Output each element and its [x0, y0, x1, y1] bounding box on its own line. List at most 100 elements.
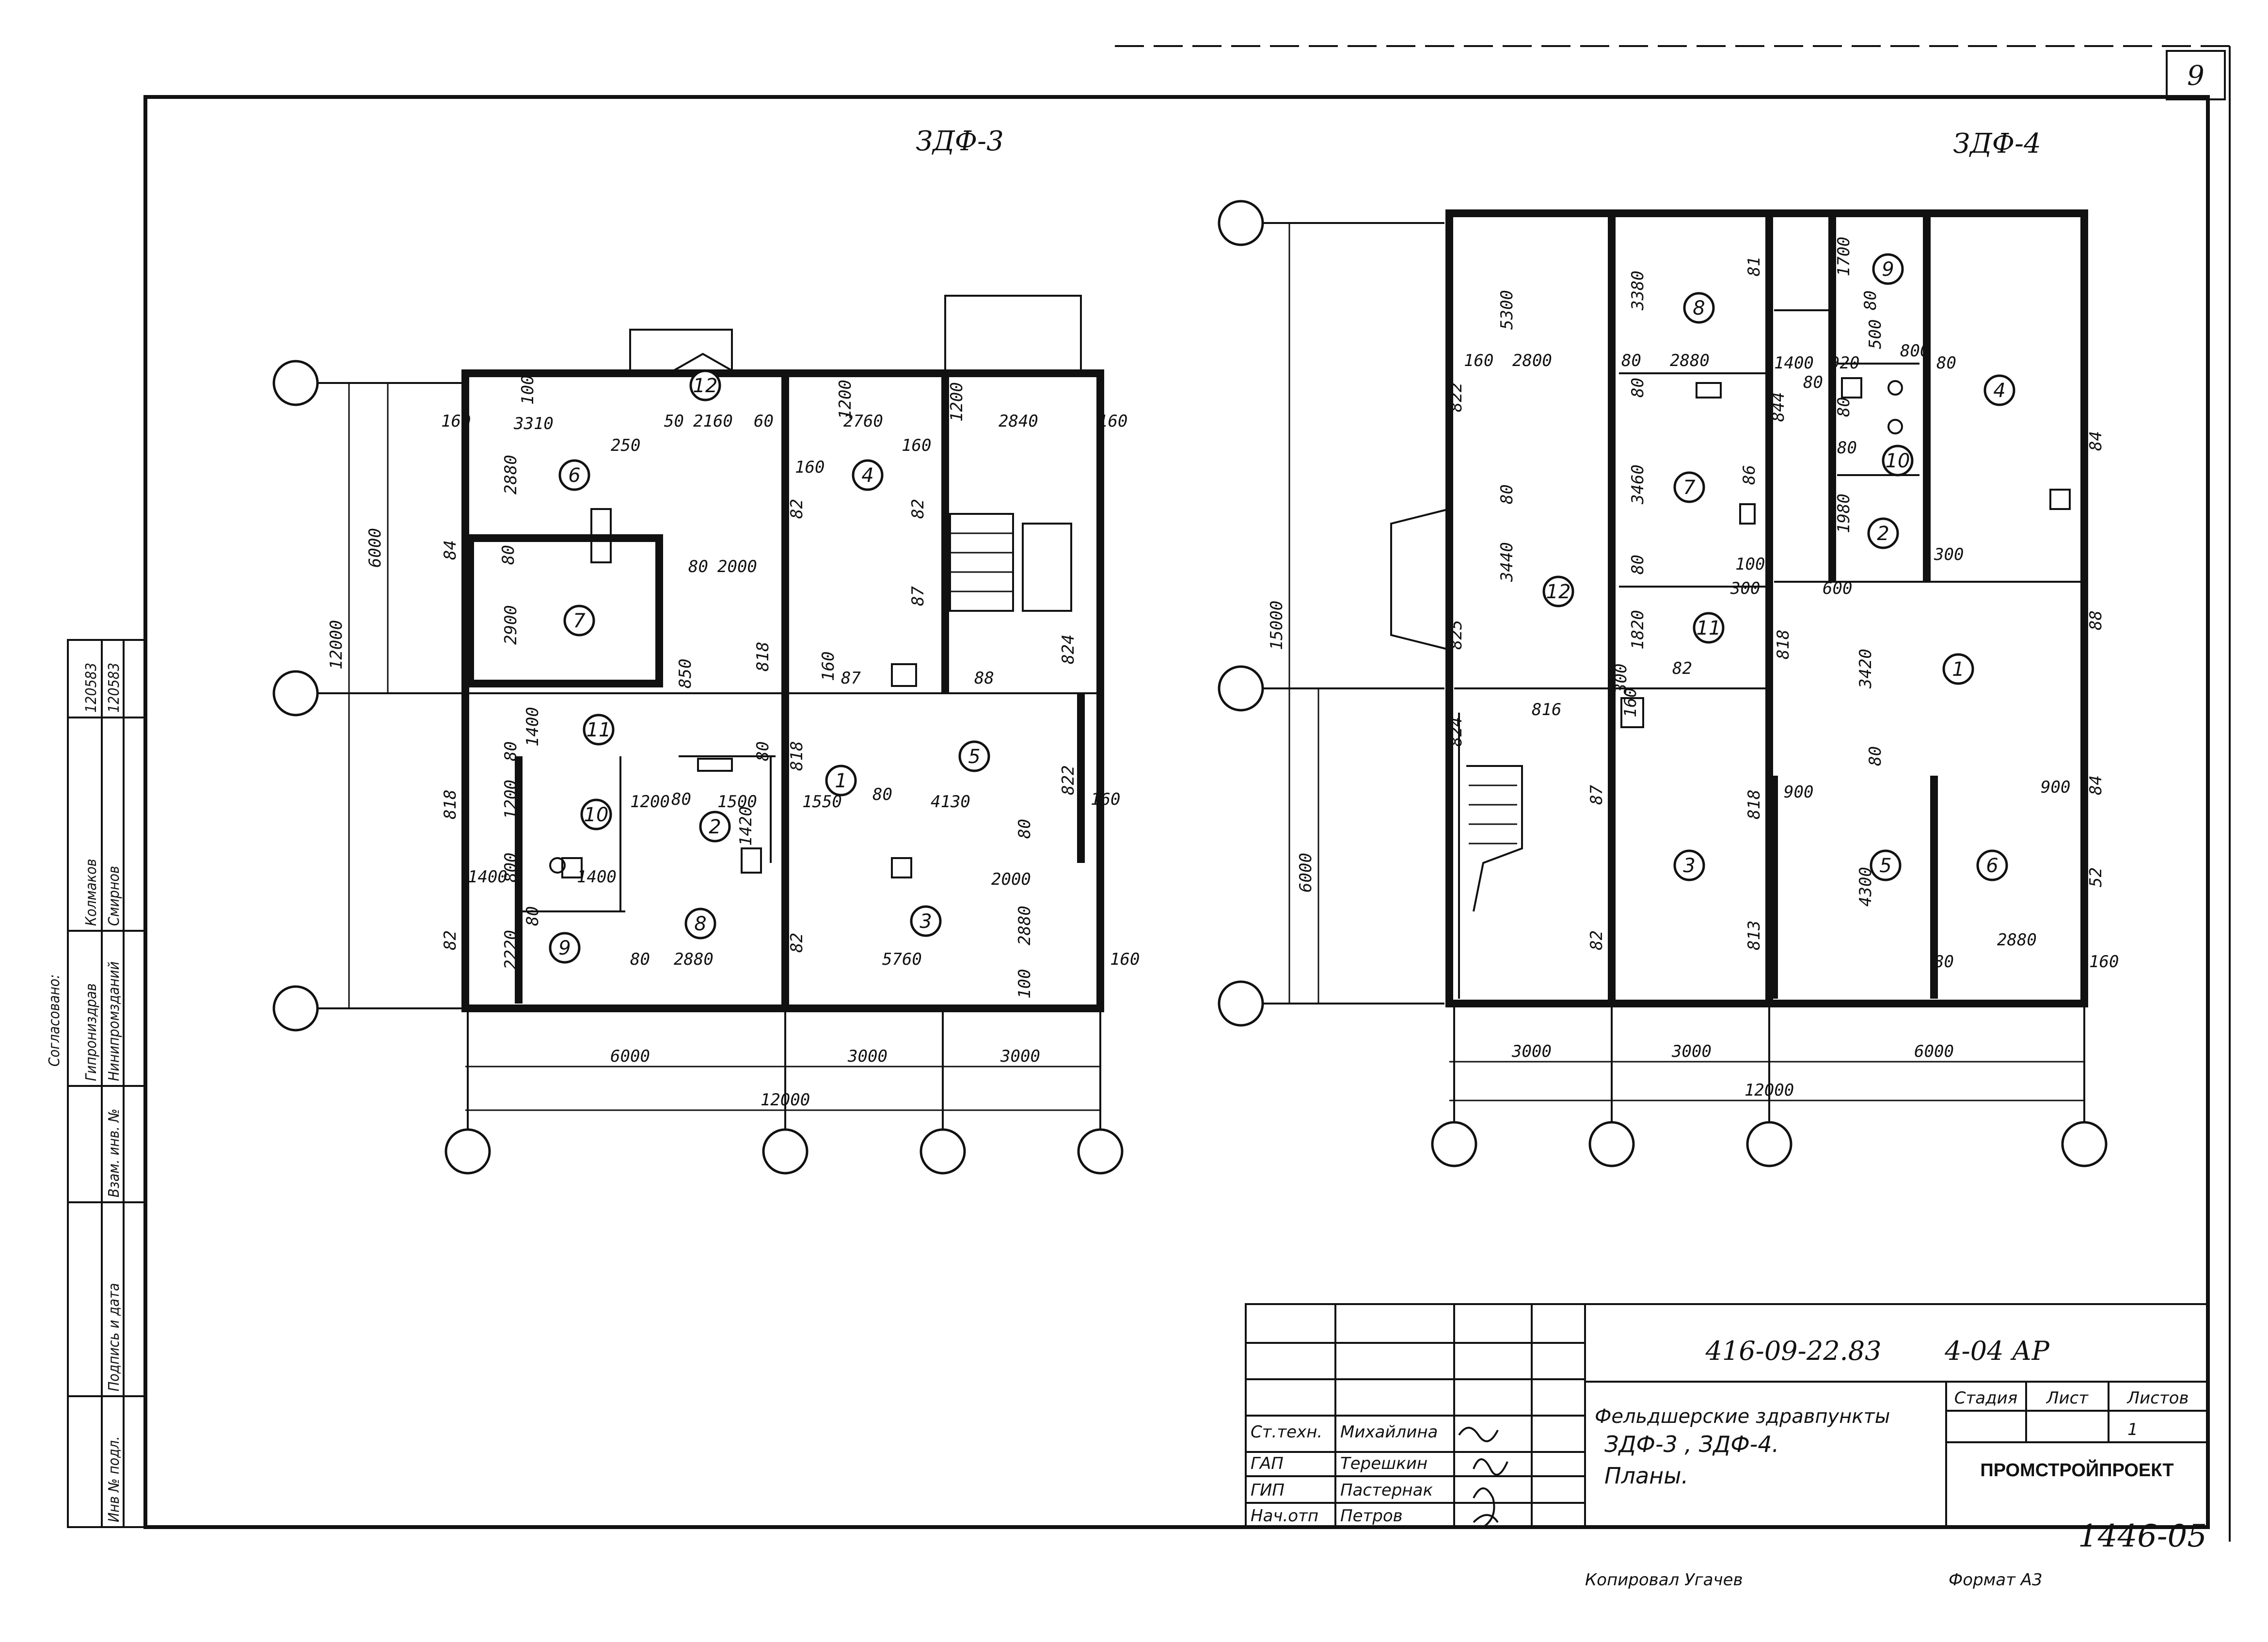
- plan-zdf3-dim-labels: 160 3310 250 50 2160 60 2760 160 2840 16…: [441, 375, 1140, 999]
- svg-text:6: 6: [1986, 855, 1998, 877]
- zdf3-lbl: 82: [441, 930, 460, 950]
- side-stamp-label-2: Нинипромзданий: [106, 961, 123, 1081]
- svg-text:9: 9: [1882, 258, 1894, 281]
- zdf4-lbl: 84: [2086, 431, 2106, 451]
- zdf4-lbl: 160: [1464, 351, 1493, 370]
- zdf3-lbl: 80: [753, 741, 773, 761]
- zdf4-lbl: 81: [1745, 256, 1764, 276]
- plan-zdf4-axes: [1218, 200, 2108, 1167]
- title-block-archive-no: 1446-05: [2078, 1518, 2207, 1554]
- title-block-role-3: ГИП: [1251, 1481, 1285, 1500]
- sheet-number: 9: [2187, 60, 2205, 92]
- zdf3-lbl: 80: [630, 950, 650, 969]
- title-block-sheet-value: 1: [2127, 1420, 2138, 1439]
- zdf3-lbl: 2900: [501, 605, 521, 645]
- plan-zdf3: ЗДФ-3: [272, 126, 1140, 1175]
- zdf4-lbl: 1400: [1774, 353, 1814, 373]
- zdf4-lbl: 88: [2086, 610, 2106, 630]
- zdf4-lbl: 822: [1446, 383, 1466, 412]
- zdf3-lbl: 800: [501, 853, 521, 882]
- zdf4-lbl: 3440: [1497, 542, 1517, 582]
- title-block-code: 416-09-22.83: [1705, 1336, 1882, 1366]
- zdf4-lbl: 2880: [1670, 351, 1710, 370]
- zdf3-lbl: 80: [499, 545, 518, 565]
- zdf4-dim-total: 12000: [1745, 1081, 1794, 1100]
- svg-text:4: 4: [861, 464, 873, 487]
- title-block-sheet-header: Лист: [2046, 1388, 2089, 1408]
- zdf4-lbl: 844: [1769, 392, 1788, 422]
- zdf3-room-9: 9: [549, 932, 581, 964]
- zdf3-room-2: 2: [699, 811, 731, 843]
- zdf3-lbl: 818: [787, 741, 807, 771]
- title-block: 416-09-22.83 4-04 АР Фельдшерские здравп…: [1245, 1303, 2209, 1590]
- zdf4-lbl: 1820: [1628, 610, 1648, 650]
- side-stamp-vzam: Взам. инв. №: [106, 1109, 123, 1197]
- side-stamp-inv-podl: Инв № подл.: [106, 1436, 123, 1522]
- svg-text:5: 5: [968, 746, 980, 768]
- zdf4-lbl: 5300: [1497, 290, 1517, 330]
- zdf3-lbl: 1400: [523, 707, 542, 747]
- zdf3-lbl: 2000: [991, 870, 1031, 889]
- zdf3-lbl: 100: [518, 375, 538, 405]
- zdf3-lbl: 82: [787, 499, 807, 519]
- zdf4-dim-bottom-2: 3000: [1671, 1042, 1712, 1061]
- zdf3-lbl: 850: [676, 659, 695, 688]
- plan-zdf3-room-markers: 1 2 3 4 5 6 7 8 9 10 11 12: [549, 369, 990, 964]
- zdf4-room-1: 1: [1942, 653, 1974, 685]
- zdf4-lbl: 1700: [1834, 237, 1854, 276]
- svg-text:4: 4: [1993, 380, 2005, 402]
- zdf4-lbl: 160: [1621, 688, 1640, 717]
- zdf4-lbl: 3460: [1628, 464, 1648, 505]
- title-block-role-2: ГАП: [1251, 1454, 1284, 1473]
- zdf4-lbl: 80: [1628, 378, 1648, 398]
- zdf3-lbl: 80: [688, 557, 708, 576]
- zdf3-lbl: 1200: [947, 382, 967, 422]
- zdf4-lbl: 80: [1861, 290, 1880, 310]
- zdf3-room-6: 6: [558, 459, 590, 491]
- zdf3-room-4: 4: [852, 459, 884, 491]
- plan-zdf3-axes: [272, 360, 1124, 1175]
- zdf4-lbl: 4300: [1856, 867, 1875, 907]
- side-stamp: Гипрониздрав Нинипромзданий Колмаков Сми…: [46, 639, 146, 1528]
- svg-text:10: 10: [584, 804, 609, 826]
- zdf4-lbl: 80: [1497, 484, 1517, 504]
- zdf4-lbl: 160: [2089, 952, 2119, 972]
- zdf4-room-4: 4: [1983, 374, 2015, 406]
- title-block-stage-header: Стадия: [1954, 1388, 2017, 1408]
- zdf3-lbl: 5760: [882, 950, 922, 969]
- plan-zdf3-dimensions: 6000 3000 3000 12000 6000 12000: [327, 383, 1100, 1111]
- zdf3-room-1: 1: [825, 765, 857, 797]
- zdf3-lbl: 1500: [717, 792, 757, 812]
- zdf4-lbl: 818: [1774, 630, 1793, 659]
- zdf3-dim-bottom-3: 3000: [1000, 1047, 1040, 1066]
- title-block-footer-left: Копировал Угачев: [1585, 1570, 1743, 1590]
- title-block-footer-right: Формат А3: [1949, 1570, 2043, 1590]
- zdf3-lbl: 3310: [513, 414, 554, 433]
- plan-zdf4-walls: [1390, 209, 2088, 1007]
- zdf3-room-10: 10: [580, 798, 612, 830]
- plan-zdf4-room-markers: 1 2 3 4 5 6 7 8 9 10 11 12: [1542, 253, 2015, 881]
- zdf4-lbl: 80: [1837, 438, 1857, 458]
- zdf4-lbl: 82: [1587, 930, 1606, 950]
- svg-text:3: 3: [920, 910, 932, 933]
- zdf4-dim-bottom-1: 3000: [1511, 1042, 1552, 1061]
- title-block-person-4: Петров: [1340, 1506, 1403, 1526]
- title-block-name-1: Фельдшерские здравпункты: [1595, 1405, 1890, 1428]
- zdf3-lbl: 80: [523, 906, 542, 926]
- zdf3-lbl: 160: [1110, 950, 1140, 969]
- zdf3-lbl: 1400: [577, 867, 617, 887]
- svg-text:6: 6: [568, 464, 580, 487]
- zdf4-lbl: 80: [1621, 351, 1641, 370]
- plan-zdf4-dimensions: 3000 3000 6000 12000 15000 6000: [1267, 223, 2084, 1101]
- zdf4-lbl: 3420: [1856, 649, 1875, 689]
- svg-text:10: 10: [1886, 450, 1910, 472]
- zdf3-lbl: 2760: [843, 412, 883, 431]
- zdf3-lbl: 2220: [501, 930, 521, 970]
- title-block-sheet-code: 4-04 АР: [1944, 1336, 2050, 1366]
- zdf4-lbl: 900: [1784, 782, 1813, 802]
- zdf3-lbl: 822: [1059, 765, 1078, 795]
- zdf4-room-12: 12: [1542, 575, 1574, 607]
- zdf3-room-8: 8: [684, 908, 716, 940]
- svg-text:2: 2: [1877, 523, 1889, 545]
- zdf4-lbl: 86: [1740, 465, 1759, 485]
